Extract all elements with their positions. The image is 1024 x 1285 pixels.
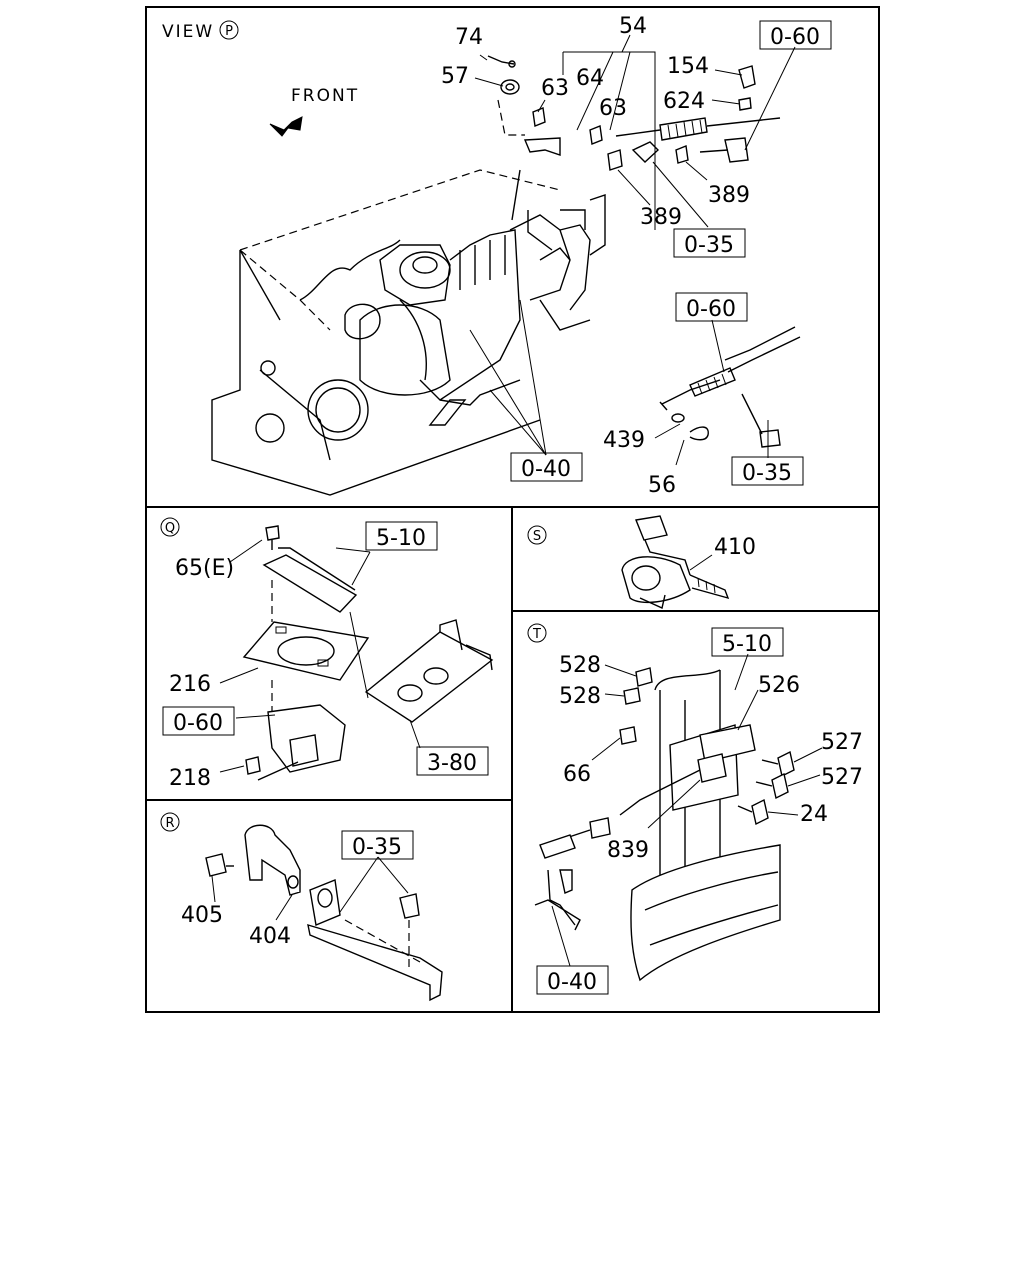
ref-box — [365, 521, 438, 551]
detail-marker: T — [532, 627, 541, 642]
diagram-frames — [145, 6, 880, 1013]
part-label-527: 527 — [821, 730, 863, 755]
ref-box — [675, 292, 748, 322]
part-label-528: 528 — [559, 653, 601, 678]
ref-label-0-60: 0-60 — [173, 711, 223, 736]
part-label-216: 216 — [169, 672, 211, 697]
ref-box — [711, 627, 784, 657]
part-label-839: 839 — [607, 838, 649, 863]
part-label-405: 405 — [181, 903, 223, 928]
part-label-63: 63 — [599, 96, 627, 121]
ref-box — [510, 452, 583, 482]
part-label-54: 54 — [619, 14, 647, 39]
part-label-410: 410 — [714, 535, 756, 560]
ref-label-3-80: 3-80 — [427, 751, 477, 776]
ref-box — [162, 706, 235, 736]
part-label-63: 63 — [541, 76, 569, 101]
leader-lines — [469, 34, 796, 466]
detail-marker-circle — [160, 517, 180, 537]
detail-marker-circle — [160, 812, 180, 832]
part-label-24: 24 — [800, 802, 828, 827]
part-label-56: 56 — [648, 473, 676, 498]
view-title: VIEW — [162, 22, 214, 42]
part-label-528: 528 — [559, 684, 601, 709]
view-marker: P — [225, 24, 233, 39]
ref-box — [673, 228, 746, 258]
engine-block-drawing — [211, 169, 606, 496]
part-label-389: 389 — [640, 205, 682, 230]
detail-r-panel: R 405 404 0-35 — [160, 812, 443, 1002]
part-label-389: 389 — [708, 183, 750, 208]
detail-t-panel: T — [527, 623, 863, 995]
ref-label-5-10: 5-10 — [376, 526, 426, 551]
ref-label-0-60: 0-60 — [686, 297, 736, 322]
part-label-526: 526 — [758, 673, 800, 698]
part-label-66: 66 — [563, 762, 591, 787]
detail-marker: R — [165, 816, 174, 831]
ref-box — [416, 746, 489, 776]
part-label-404: 404 — [249, 924, 291, 949]
detail-marker-circle — [527, 623, 547, 643]
detail-marker: S — [533, 529, 541, 544]
ref-label-0-35: 0-35 — [684, 233, 734, 258]
part-label-64: 64 — [576, 66, 604, 91]
part-label-154: 154 — [667, 54, 709, 79]
part-label-57: 57 — [441, 64, 469, 89]
part-label-65e: 65(E) — [175, 556, 234, 581]
ref-label-5-10: 5-10 — [722, 632, 772, 657]
part-label-527: 527 — [821, 765, 863, 790]
detail-marker: Q — [165, 521, 175, 536]
front-label: FRONT — [291, 86, 359, 106]
detail-s-panel: S 410 — [527, 515, 756, 609]
throttle-cable — [659, 326, 801, 448]
part-label-218: 218 — [169, 766, 211, 791]
view-p-panel: VIEW P FRONT — [162, 14, 832, 498]
part-label-74: 74 — [455, 25, 483, 50]
ref-label-0-35: 0-35 — [742, 461, 792, 486]
ref-label-0-40: 0-40 — [521, 457, 571, 482]
linkage-parts — [487, 55, 781, 251]
ref-box — [731, 456, 804, 486]
part-label-439: 439 — [603, 428, 645, 453]
part-label-624: 624 — [663, 89, 705, 114]
ref-box — [536, 965, 609, 995]
ref-label-0-60: 0-60 — [770, 25, 820, 50]
detail-marker-circle — [527, 525, 547, 545]
ref-label-0-40: 0-40 — [547, 970, 597, 995]
ref-box — [341, 830, 414, 860]
detail-q-panel: Q 65(E) 216 218 5-10 0-60 3 — [160, 517, 494, 791]
ref-box — [759, 20, 832, 50]
front-arrow-icon — [269, 116, 303, 137]
view-marker-circle — [219, 20, 239, 40]
ref-label-0-35: 0-35 — [352, 835, 402, 860]
